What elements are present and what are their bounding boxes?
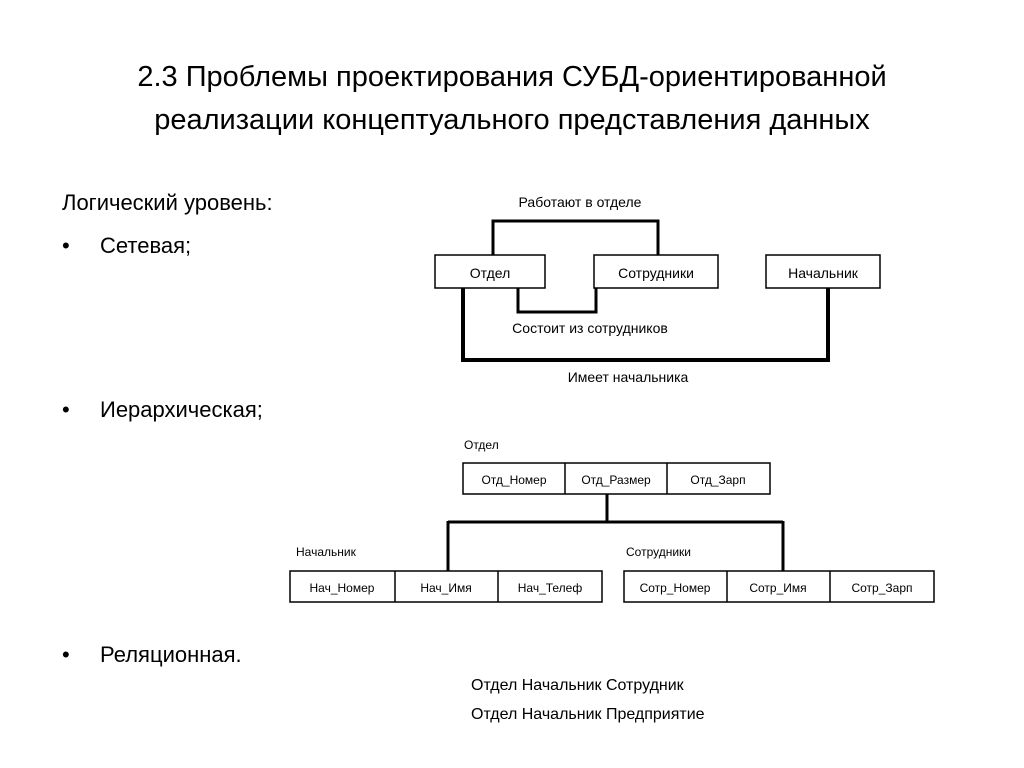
hierarchy-right-record [623, 570, 935, 603]
hierarchy-right-field-3: Сотр_Зарп [851, 581, 912, 595]
network-node-department [434, 254, 546, 289]
bullet-relational: Реляционная. [100, 642, 242, 667]
bullet-dot-2: • [62, 397, 70, 422]
network-link-works-in-label: Работают в отделе [519, 194, 642, 210]
network-link-consists-of-label: Состоит из сотрудников [512, 320, 668, 336]
bullet-network: Сетевая; [100, 233, 192, 258]
hierarchy-root-label: Отдел [464, 438, 499, 452]
hierarchy-left-record [289, 570, 603, 603]
hierarchy-left-field-3: Нач_Телеф [518, 581, 583, 595]
relational-line-2: Отдел Начальник Предприятие [471, 706, 705, 723]
hierarchy-root-field-3: Отд_Зарп [690, 473, 745, 487]
network-link-consists-of [516, 288, 598, 314]
network-node-boss [765, 254, 881, 289]
network-link-works-in [491, 219, 660, 255]
hierarchy-left-label: Начальник [296, 545, 357, 559]
bullet-dot-3: • [62, 642, 70, 667]
relational-line-1: Отдел Начальник Сотрудник [471, 677, 684, 694]
network-link-has-boss-label: Имеет начальника [568, 369, 689, 385]
hierarchy-right-field-1: Сотр_Номер [640, 581, 711, 595]
bullet-hierarchical: Иерархическая; [100, 397, 263, 422]
network-node-employees-label: Сотрудники [618, 265, 694, 281]
slide-title: 2.3 Проблемы проектирования СУБД-ориенти… [0, 56, 1024, 142]
title-line-2: реализации концептуального представления… [154, 104, 870, 136]
hierarchy-right-label: Сотрудники [626, 545, 691, 559]
logical-level-heading: Логический уровень: [62, 190, 273, 215]
hierarchy-root-record [462, 462, 771, 495]
hierarchy-diagram: Отдел Отд_Номер Отд_Размер Отд_Зарп Нача… [289, 438, 935, 603]
title-line-1: 2.3 Проблемы проектирования СУБД-ориенти… [137, 61, 887, 93]
hierarchy-left-field-1: Нач_Номер [310, 581, 375, 595]
hierarchy-root-field-1: Отд_Номер [481, 473, 546, 487]
network-node-boss-label: Начальник [788, 265, 859, 281]
network-node-employees [593, 254, 719, 289]
hierarchy-left-field-2: Нач_Имя [420, 581, 471, 595]
network-node-department-label: Отдел [470, 265, 511, 281]
hierarchy-right-field-2: Сотр_Имя [749, 581, 806, 595]
bullet-dot-1: • [62, 233, 70, 258]
network-link-has-boss [461, 288, 830, 362]
network-diagram: Отдел Сотрудники Начальник Работают в от… [434, 194, 881, 385]
hierarchy-root-field-2: Отд_Размер [581, 473, 651, 487]
